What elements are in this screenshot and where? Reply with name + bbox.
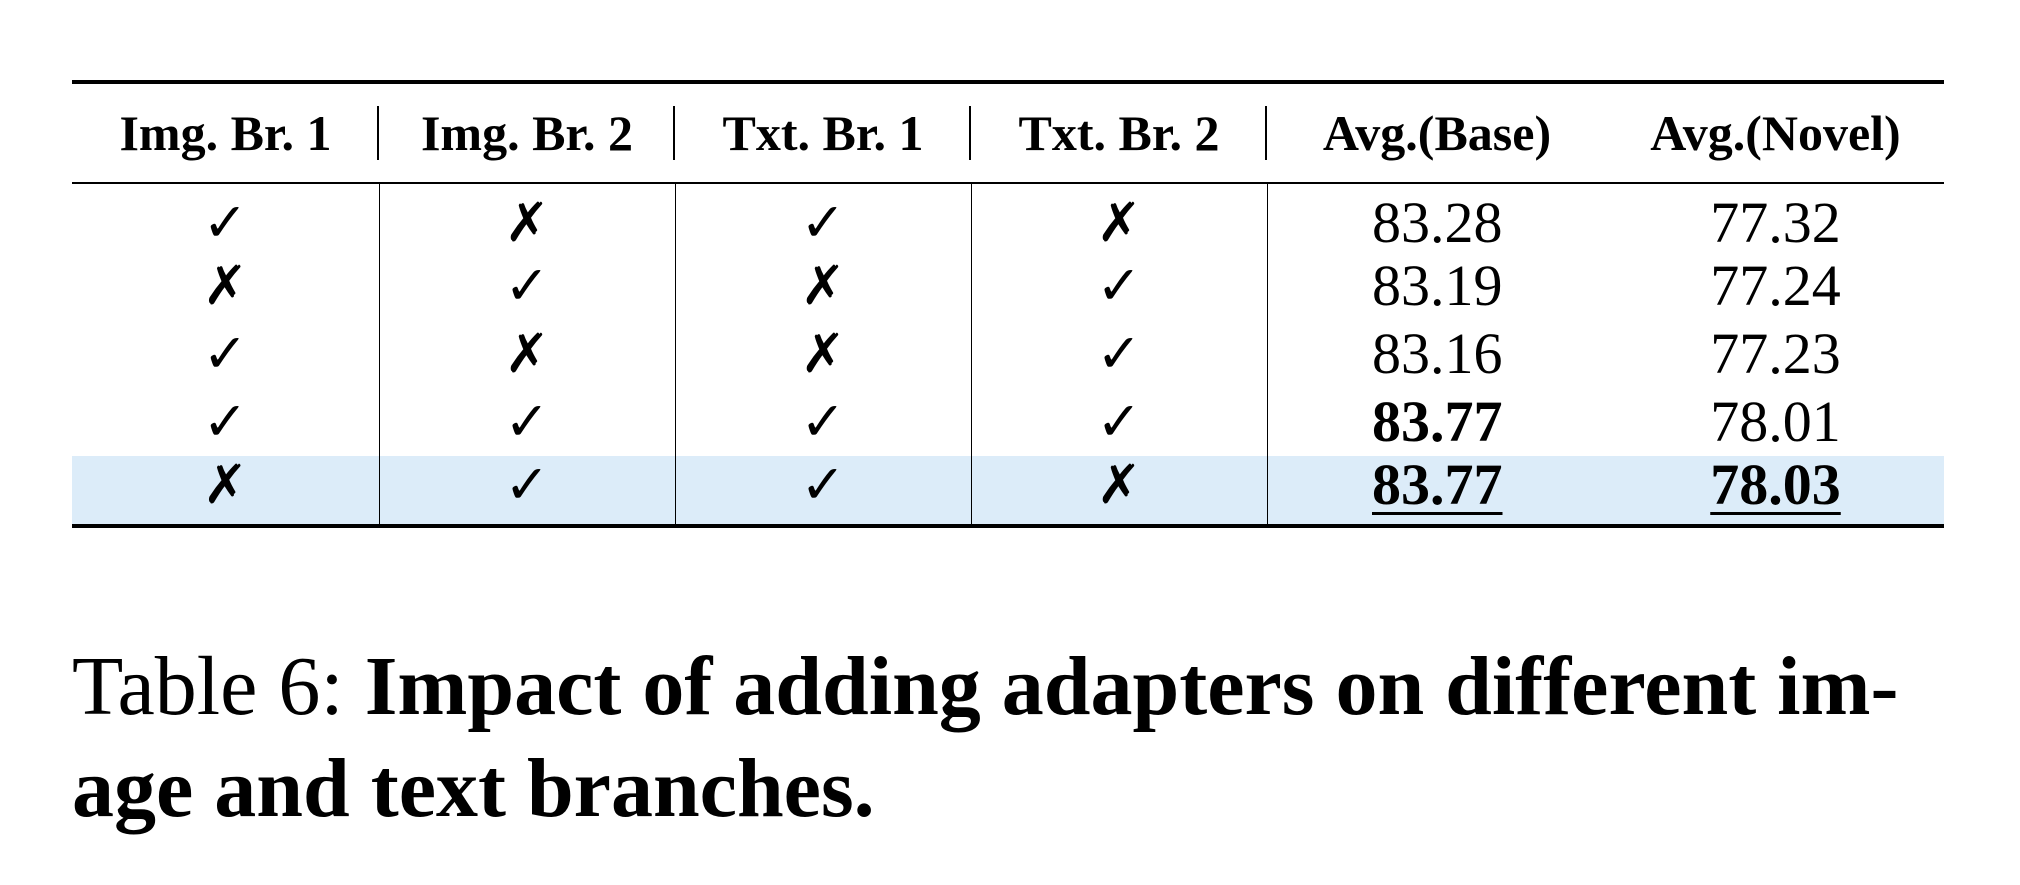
avg-base-value-best: 83.77: [1372, 389, 1503, 454]
cross-icon: ✗: [971, 183, 1268, 252]
table-row-highlighted: ✗ ✓ ✓ ✗ 83.77 78.03: [72, 456, 1944, 526]
check-icon: ✓: [971, 320, 1268, 388]
caption-text: Impact of adding adapters on different i…: [72, 640, 1899, 835]
avg-novel-value: 78.01: [1710, 389, 1841, 454]
avg-base-value-best-underlined: 83.77: [1372, 452, 1503, 517]
header-avg-base: Avg.(Base): [1267, 82, 1607, 184]
header-avg-novel: Avg.(Novel): [1607, 82, 1944, 184]
results-table: Img. Br. 1 Img. Br. 2 Txt. Br. 1 Txt. Br…: [72, 80, 1944, 528]
check-icon: ✓: [675, 456, 972, 526]
check-icon: ✓: [675, 183, 972, 252]
avg-novel-value: 77.23: [1710, 321, 1841, 386]
avg-base-value: 83.19: [1372, 253, 1503, 318]
header-img-br-2: Img. Br. 2: [379, 82, 675, 184]
cross-icon: ✗: [971, 456, 1268, 526]
avg-novel-value-best: 78.03: [1607, 456, 1944, 526]
header-txt-br-2: Txt. Br. 2: [971, 82, 1267, 184]
check-icon: ✓: [379, 388, 676, 456]
results-table-container: Img. Br. 1 Img. Br. 2 Txt. Br. 1 Txt. Br…: [72, 80, 1944, 528]
check-icon: ✓: [379, 252, 676, 320]
check-icon: ✓: [971, 388, 1268, 456]
avg-base-value: 83.16: [1372, 321, 1503, 386]
cross-icon: ✗: [675, 320, 972, 388]
avg-base-value: 83.28: [1372, 190, 1503, 255]
cross-icon: ✗: [379, 183, 676, 252]
table-row: ✓ ✓ ✓ ✓ 83.77 78.01: [72, 388, 1944, 456]
table-header-row: Img. Br. 1 Img. Br. 2 Txt. Br. 1 Txt. Br…: [72, 82, 1944, 184]
avg-novel-value: 77.24: [1710, 253, 1841, 318]
avg-novel-value: 77.32: [1710, 190, 1841, 255]
check-icon: ✓: [72, 320, 380, 388]
check-icon: ✓: [72, 388, 380, 456]
avg-novel-value-best-underlined: 78.03: [1710, 452, 1841, 517]
caption-label: Table 6:: [72, 640, 344, 733]
cross-icon: ✗: [72, 456, 380, 526]
check-icon: ✓: [971, 252, 1268, 320]
cross-icon: ✗: [379, 320, 676, 388]
cross-icon: ✗: [675, 252, 972, 320]
table-row: ✓ ✗ ✓ ✗ 83.28 77.32: [72, 183, 1944, 252]
table-row: ✓ ✗ ✗ ✓ 83.16 77.23: [72, 320, 1944, 388]
check-icon: ✓: [675, 388, 972, 456]
cross-icon: ✗: [72, 252, 380, 320]
table-caption: Table 6: Impact of adding adapters on di…: [72, 636, 1952, 840]
check-icon: ✓: [379, 456, 676, 526]
header-img-br-1: Img. Br. 1: [72, 82, 379, 184]
header-txt-br-1: Txt. Br. 1: [675, 82, 971, 184]
table-row: ✗ ✓ ✗ ✓ 83.19 77.24: [72, 252, 1944, 320]
avg-base-value-best: 83.77: [1267, 456, 1607, 526]
check-icon: ✓: [72, 183, 380, 252]
